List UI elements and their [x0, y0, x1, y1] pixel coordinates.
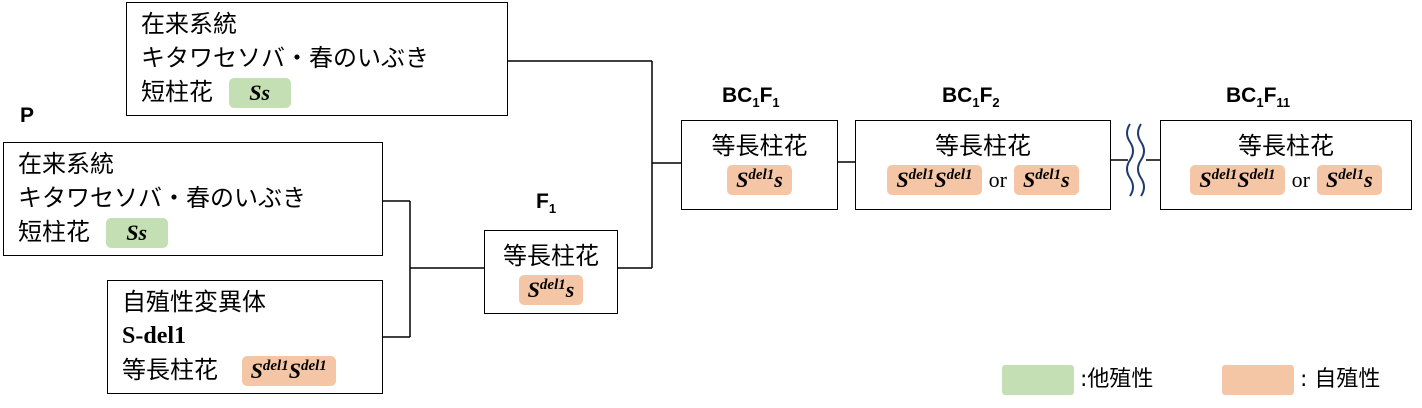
legend-label-selfing: : 自殖性 — [1300, 367, 1381, 392]
mutant-line1: 自殖性変異体 — [122, 288, 266, 316]
label-bc1f2: BC1F2 — [942, 84, 1000, 110]
genotype-chip-sdel1-sdel1: Sdel1Sdel1 — [1190, 165, 1285, 195]
bc1f2-box: 等長柱花 Sdel1Sdel1 or Sdel1s — [855, 120, 1111, 210]
bc1f1-title: 等長柱花 — [711, 132, 808, 160]
mutant-line3: 等長柱花 Sdel1Sdel1 — [122, 353, 382, 387]
legend-label-outcrossing: :他殖性 — [1080, 367, 1154, 392]
label-bc1f11: BC1F11 — [1226, 84, 1291, 110]
parent-middle-line1: 在来系統 — [18, 150, 114, 178]
parent-middle-line2: キタワセソバ・春のいぶき — [18, 184, 306, 212]
mutant-line2: S-del1 — [122, 323, 187, 349]
bc1f2-title: 等長柱花 — [935, 132, 1031, 160]
parent-top-line3: 短柱花 Ss — [141, 75, 507, 109]
genotype-chip-sdel1-s: Sdel1s — [1014, 165, 1079, 195]
break-wave-icon — [1126, 123, 1145, 197]
f1-title: 等長柱花 — [503, 242, 599, 270]
parent-box-top: 在来系統 キタワセソバ・春のいぶき 短柱花 Ss — [126, 2, 508, 116]
genotype-chip-sdel1-sdel1: Sdel1Sdel1 — [241, 356, 336, 386]
or-text: or — [1291, 167, 1310, 192]
genotype-chip-sdel1-s: Sdel1s — [1317, 165, 1382, 195]
f1-box: 等長柱花 Sdel1s — [484, 230, 618, 314]
genotype-chip-ss: Ss — [228, 78, 291, 108]
legend-swatch-selfing — [1222, 365, 1294, 395]
bc1f11-title: 等長柱花 — [1238, 132, 1334, 160]
parent-box-mutant: 自殖性変異体 S-del1 等長柱花 Sdel1Sdel1 — [107, 280, 383, 394]
parent-top-line1: 在来系統 — [141, 10, 237, 38]
parent-middle-line3: 短柱花 Ss — [18, 215, 382, 249]
legend-swatch-outcrossing — [1002, 365, 1074, 395]
parent-box-middle: 在来系統 キタワセソバ・春のいぶき 短柱花 Ss — [3, 142, 383, 256]
genotype-chip-ss: Ss — [105, 218, 168, 248]
bc1f11-box: 等長柱花 Sdel1Sdel1 or Sdel1s — [1160, 120, 1412, 210]
parent-top-line2: キタワセソバ・春のいぶき — [141, 44, 429, 72]
label-f1: F1 — [536, 190, 557, 216]
genotype-chip-sdel1-sdel1: Sdel1Sdel1 — [887, 165, 982, 195]
genotype-chip-sdel1-s: Sdel1s — [727, 165, 792, 195]
or-text: or — [988, 167, 1007, 192]
label-bc1f1: BC1F1 — [722, 84, 780, 110]
genotype-chip-sdel1-s: Sdel1s — [518, 275, 584, 305]
label-p: P — [20, 104, 35, 127]
bc1f1-box: 等長柱花 Sdel1s — [681, 120, 838, 210]
